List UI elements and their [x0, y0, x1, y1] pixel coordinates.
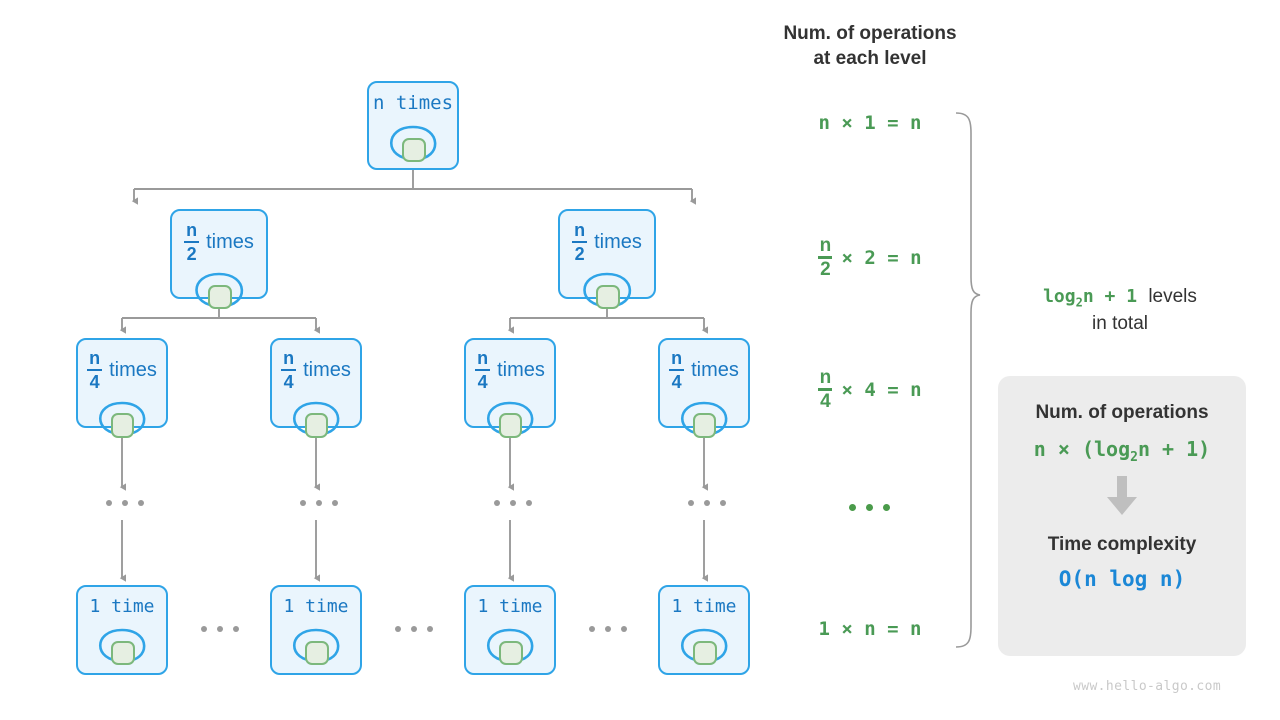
levels-note: log2n + 1 levels in total [990, 284, 1250, 336]
self-loop-icon [474, 621, 546, 666]
tree-ellipsis-3 [688, 500, 726, 506]
tree-ellipsis-0 [106, 500, 144, 506]
levels-line2: in total [1092, 312, 1148, 334]
node-label: times [109, 359, 157, 381]
node-label: times [594, 231, 642, 253]
tree-node-level2-1[interactable]: n 2 times [558, 209, 656, 309]
self-loop-icon [378, 119, 448, 163]
operations-value: × 2 = n [841, 246, 922, 269]
summary-card: Num. of operations n × (log2n + 1) Time … [998, 376, 1246, 656]
node-label: 1 time [283, 596, 349, 617]
operations-value: × 4 = n [841, 378, 922, 401]
operations-column-heading: Num. of operations at each level [748, 21, 992, 71]
node-label: 1 time [477, 596, 543, 617]
tree-node-last-2[interactable]: 1 time [464, 585, 556, 675]
self-loop-icon [86, 621, 158, 666]
operations-row-level1: n × 1 = n [748, 112, 992, 134]
down-arrow-icon [1105, 476, 1139, 521]
operations-row-level3: n 4 × 4 = n [748, 368, 992, 411]
tree-hsep-0 [201, 626, 239, 632]
operations-row-ellipsis [849, 504, 890, 511]
tree-ellipsis-2 [494, 500, 532, 506]
node-label: times [206, 231, 254, 253]
self-loop-icon [280, 621, 352, 666]
node-label: 1 time [671, 596, 737, 617]
node-label: times [497, 359, 545, 381]
summary-operations-title: Num. of operations [1035, 402, 1209, 423]
operations-value: 1 × n = n [818, 618, 922, 640]
levels-label: levels [1148, 286, 1197, 307]
self-loop-icon [668, 621, 740, 666]
self-loop-icon [280, 394, 352, 439]
operations-value: n × 1 = n [818, 112, 922, 134]
summary-complexity-title: Time complexity [1047, 534, 1197, 555]
tree-hsep-2 [589, 626, 627, 632]
fraction: n 4 [281, 348, 297, 392]
self-loop-icon [668, 394, 740, 439]
tree-node-last-3[interactable]: 1 time [658, 585, 750, 675]
fraction: n 2 [818, 235, 833, 280]
self-loop-icon [86, 394, 158, 439]
watermark: www.hello-algo.com [1073, 679, 1222, 694]
node-label: 1 time [89, 596, 155, 617]
self-loop-icon [182, 265, 256, 311]
fraction: n 4 [475, 348, 491, 392]
tree-node-level3-3[interactable]: n 4 times [658, 338, 750, 438]
levels-formula: log2n + 1 [1043, 286, 1138, 310]
self-loop-icon [474, 394, 546, 439]
fraction: n 4 [669, 348, 685, 392]
fraction: n 2 [184, 220, 200, 264]
node-label: times [691, 359, 739, 381]
heading-line-1: Num. of operations [783, 23, 957, 44]
tree-node-last-1[interactable]: 1 time [270, 585, 362, 675]
tree-ellipsis-1 [300, 500, 338, 506]
summary-complexity-value: O(n log n) [1058, 567, 1186, 591]
tree-node-level1-0[interactable]: n times [367, 81, 459, 170]
heading-line-2: at each level [813, 48, 927, 70]
self-loop-icon [570, 265, 644, 311]
tree-node-level3-2[interactable]: n 4 times [464, 338, 556, 438]
operations-row-last: 1 × n = n [748, 618, 992, 640]
tree-node-level3-0[interactable]: n 4 times [76, 338, 168, 438]
tree-node-level2-0[interactable]: n 2 times [170, 209, 268, 309]
summary-operations-formula: n × (log2n + 1) [1033, 437, 1211, 465]
tree-node-level3-1[interactable]: n 4 times [270, 338, 362, 438]
fraction: n 4 [818, 367, 833, 412]
fraction: n 2 [572, 220, 588, 264]
node-label: n times [372, 92, 454, 114]
fraction: n 4 [87, 348, 103, 392]
node-label: times [303, 359, 351, 381]
operations-row-level2: n 2 × 2 = n [748, 236, 992, 279]
tree-node-last-0[interactable]: 1 time [76, 585, 168, 675]
tree-hsep-1 [395, 626, 433, 632]
